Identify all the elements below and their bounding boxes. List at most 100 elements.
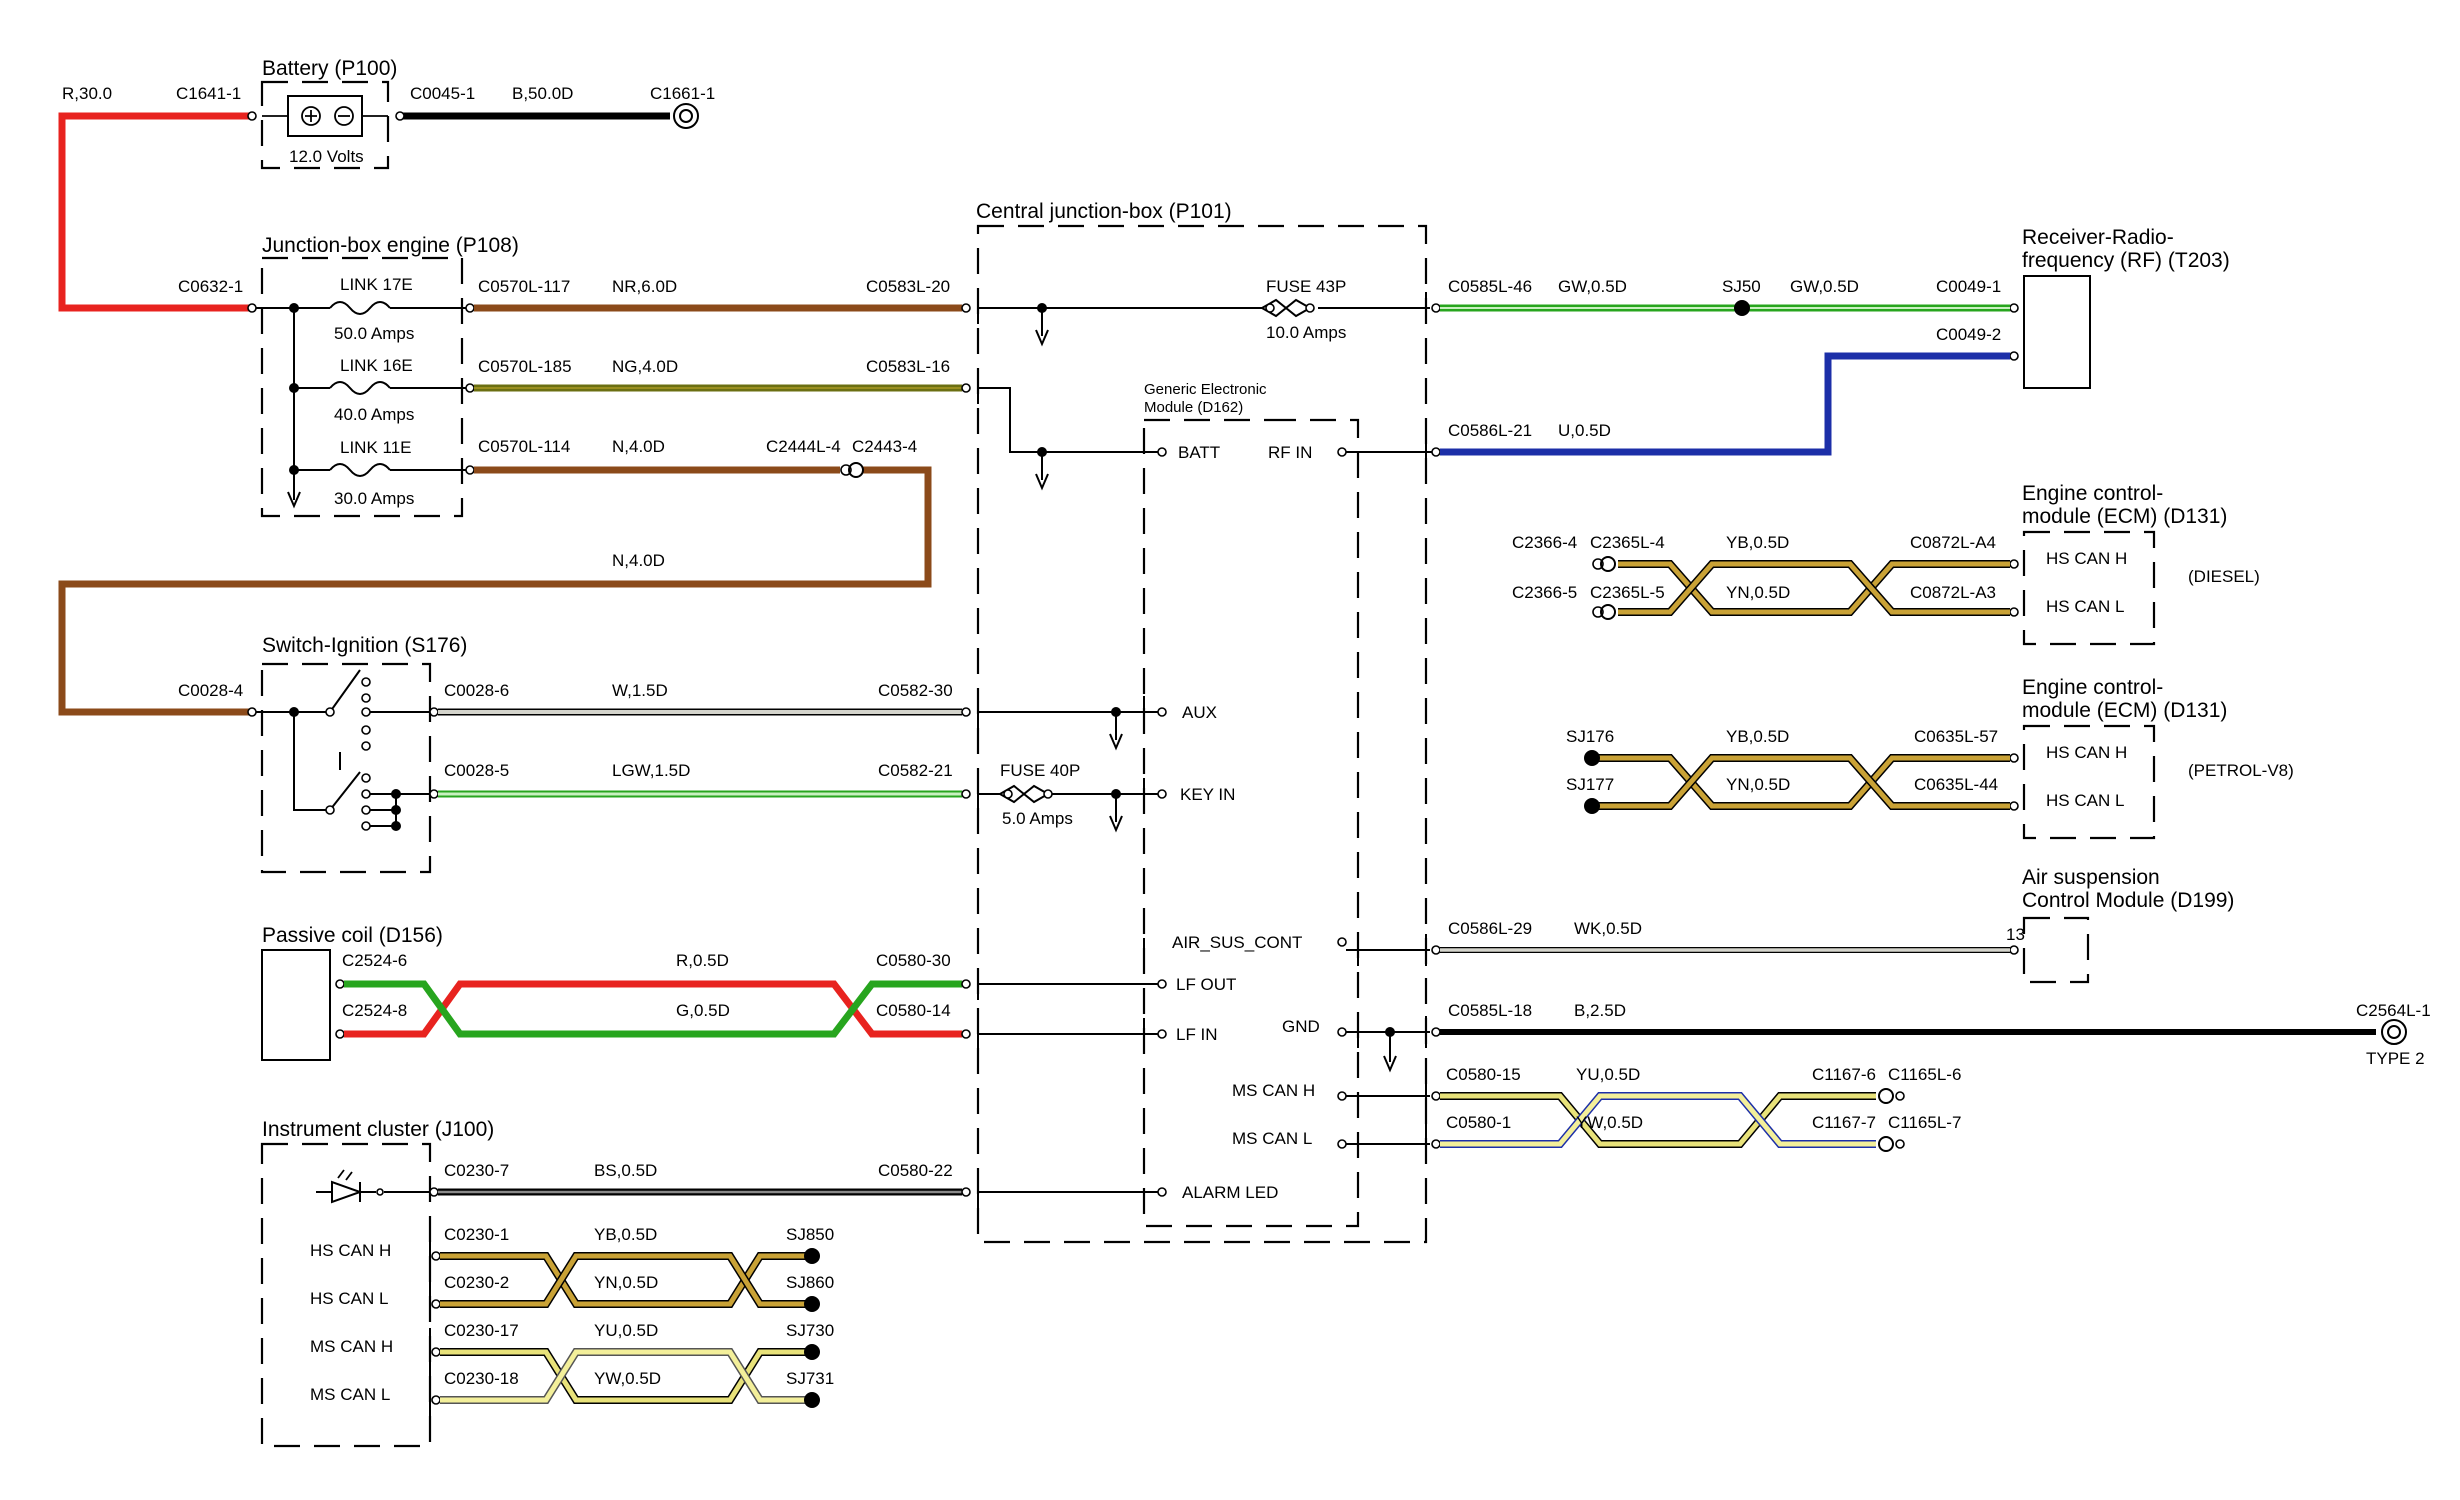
connector-label: C2524-6	[342, 951, 407, 970]
fuse-rating: 50.0 Amps	[334, 324, 414, 343]
can-label: MS CAN L	[310, 1385, 390, 1404]
connector-label: C0585L-46	[1448, 277, 1532, 296]
wire-label: NG,4.0D	[612, 357, 678, 376]
connector-label: SJ730	[786, 1321, 834, 1340]
connector-label: C0230-1	[444, 1225, 509, 1244]
wire-label: BS,0.5D	[594, 1161, 657, 1180]
ecm-petrol-title-1: Engine control-	[2022, 676, 2163, 699]
connector-label: C2366-5	[1512, 583, 1577, 602]
connector-label: C0570L-114	[478, 437, 570, 456]
connector-label: C0632-1	[178, 277, 243, 296]
connector-label: C0028-4	[178, 681, 243, 700]
connector-label: C0586L-21	[1448, 421, 1532, 440]
can-label: MS CAN H	[310, 1337, 393, 1356]
connector-label: C2443-4	[852, 437, 917, 456]
wire-g-coil	[344, 980, 962, 1038]
connector-label: C0570L-185	[478, 357, 572, 376]
pin-rf-in: RF IN	[1268, 443, 1312, 462]
rf-receiver: Receiver-Radio- frequency (RF) (T203) C0…	[1936, 226, 2230, 389]
fuse-name: FUSE 40P	[1000, 761, 1080, 780]
connector-label: C0585L-18	[1448, 1001, 1532, 1020]
connector-label: C0580-14	[876, 1001, 951, 1020]
pin-lf-out: LF OUT	[1176, 975, 1236, 994]
ecm-diesel-title-2: module (ECM) (D131)	[2022, 505, 2227, 528]
fuse-name: FUSE 43P	[1266, 277, 1346, 296]
pin-gnd: GND	[1282, 1017, 1320, 1036]
air-title-2: Control Module (D199)	[2022, 889, 2234, 912]
wire-label: YN,0.5D	[1726, 583, 1790, 602]
wire-label: B,2.5D	[1574, 1001, 1626, 1020]
connector-label: C0580-30	[876, 951, 951, 970]
connector-label: C0583L-20	[866, 277, 950, 296]
connector-label: C1641-1	[176, 84, 241, 103]
connector-label: SJ50	[1722, 277, 1761, 296]
connector-label: C0230-7	[444, 1161, 509, 1180]
ground-eyelet	[673, 103, 699, 129]
wire-label: G,0.5D	[676, 1001, 730, 1020]
passive-coil-title: Passive coil (D156)	[262, 924, 443, 947]
pin-batt: BATT	[1178, 443, 1220, 462]
variant-diesel: (DIESEL)	[2188, 567, 2260, 586]
ecm-petrol-title-2: module (ECM) (D131)	[2022, 699, 2227, 722]
can-label: HS CAN L	[310, 1289, 388, 1308]
connector-label: TYPE 2	[2366, 1049, 2425, 1068]
wire-label: YB,0.5D	[1726, 727, 1789, 746]
connector-label: C0045-1	[410, 84, 475, 103]
wire-red-battery	[58, 112, 252, 312]
instrument-cluster: Instrument cluster (J100) HS CAN H HS CA…	[260, 1118, 494, 1448]
battery-title: Battery (P100)	[262, 57, 397, 80]
gem-title-2: Module (D162)	[1144, 399, 1243, 416]
ignition-title: Switch-Ignition (S176)	[262, 634, 467, 657]
wire-label: LGW,1.5D	[612, 761, 690, 780]
pin-alarm-led: ALARM LED	[1182, 1183, 1278, 1202]
jb-engine-title: Junction-box engine (P108)	[262, 234, 519, 257]
connector-label: C1661-1	[650, 84, 715, 103]
connector-label: SJ860	[786, 1273, 834, 1292]
fuse-rating: 10.0 Amps	[1266, 323, 1346, 342]
cjb-title: Central junction-box (P101)	[976, 200, 1232, 223]
fuse-rating: 5.0 Amps	[1002, 809, 1073, 828]
wire-label: YW,0.5D	[594, 1369, 661, 1388]
connector-label: C0583L-16	[866, 357, 950, 376]
can-label: HS CAN H	[2046, 549, 2127, 568]
fuse-name: LINK 16E	[340, 356, 413, 375]
connector-label: C0586L-29	[1448, 919, 1532, 938]
cluster-title: Instrument cluster (J100)	[262, 1118, 494, 1141]
connector-label: C2564L-1	[2356, 1001, 2431, 1020]
connector-label: SJ177	[1566, 775, 1614, 794]
connector-label: C0049-1	[1936, 277, 2001, 296]
wire-label: N,4.0D	[612, 437, 665, 456]
connector-label: C0582-21	[878, 761, 953, 780]
wire-label: YN,0.5D	[1726, 775, 1790, 794]
wire-label: NR,6.0D	[612, 277, 677, 296]
connector-label: C2444L-4	[766, 437, 841, 456]
wire-label: W,1.5D	[612, 681, 668, 700]
ecm-diesel-title-1: Engine control-	[2022, 482, 2163, 505]
wire-label: GW,0.5D	[1790, 277, 1859, 296]
ecm-petrol: Engine control- module (ECM) (D131) HS C…	[2009, 676, 2294, 840]
connector-label: C0049-2	[1936, 325, 2001, 344]
pin-lf-in: LF IN	[1176, 1025, 1218, 1044]
wire-label: U,0.5D	[1558, 421, 1611, 440]
connector-label: C0582-30	[878, 681, 953, 700]
pin-ms-can-l: MS CAN L	[1232, 1129, 1312, 1148]
rf-title-1: Receiver-Radio-	[2022, 226, 2174, 249]
can-label: HS CAN H	[310, 1241, 391, 1260]
pin-air-sus-cont: AIR_SUS_CONT	[1172, 933, 1302, 952]
ground-eyelet	[2381, 1019, 2407, 1045]
connector-label: 13	[2006, 925, 2025, 944]
wire-label: YU,0.5D	[1576, 1065, 1640, 1084]
wire-n-loop	[58, 466, 932, 716]
pin-key-in: KEY IN	[1180, 785, 1235, 804]
connector-label: C0230-17	[444, 1321, 519, 1340]
connector-label: C0635L-44	[1914, 775, 1998, 794]
air-suspension-module: Air suspension Control Module (D199) 13	[2006, 866, 2234, 984]
connector-label: C1165L-7	[1888, 1113, 1961, 1132]
gem-title-1: Generic Electronic	[1144, 381, 1267, 398]
connector-label: C0635L-57	[1914, 727, 1998, 746]
battery-volts: 12.0 Volts	[289, 147, 364, 166]
rf-title-2: frequency (RF) (T203)	[2022, 249, 2230, 272]
can-label: HS CAN L	[2046, 791, 2124, 810]
wire-label: YU,0.5D	[594, 1321, 658, 1340]
wire-label: GW,0.5D	[1558, 277, 1627, 296]
